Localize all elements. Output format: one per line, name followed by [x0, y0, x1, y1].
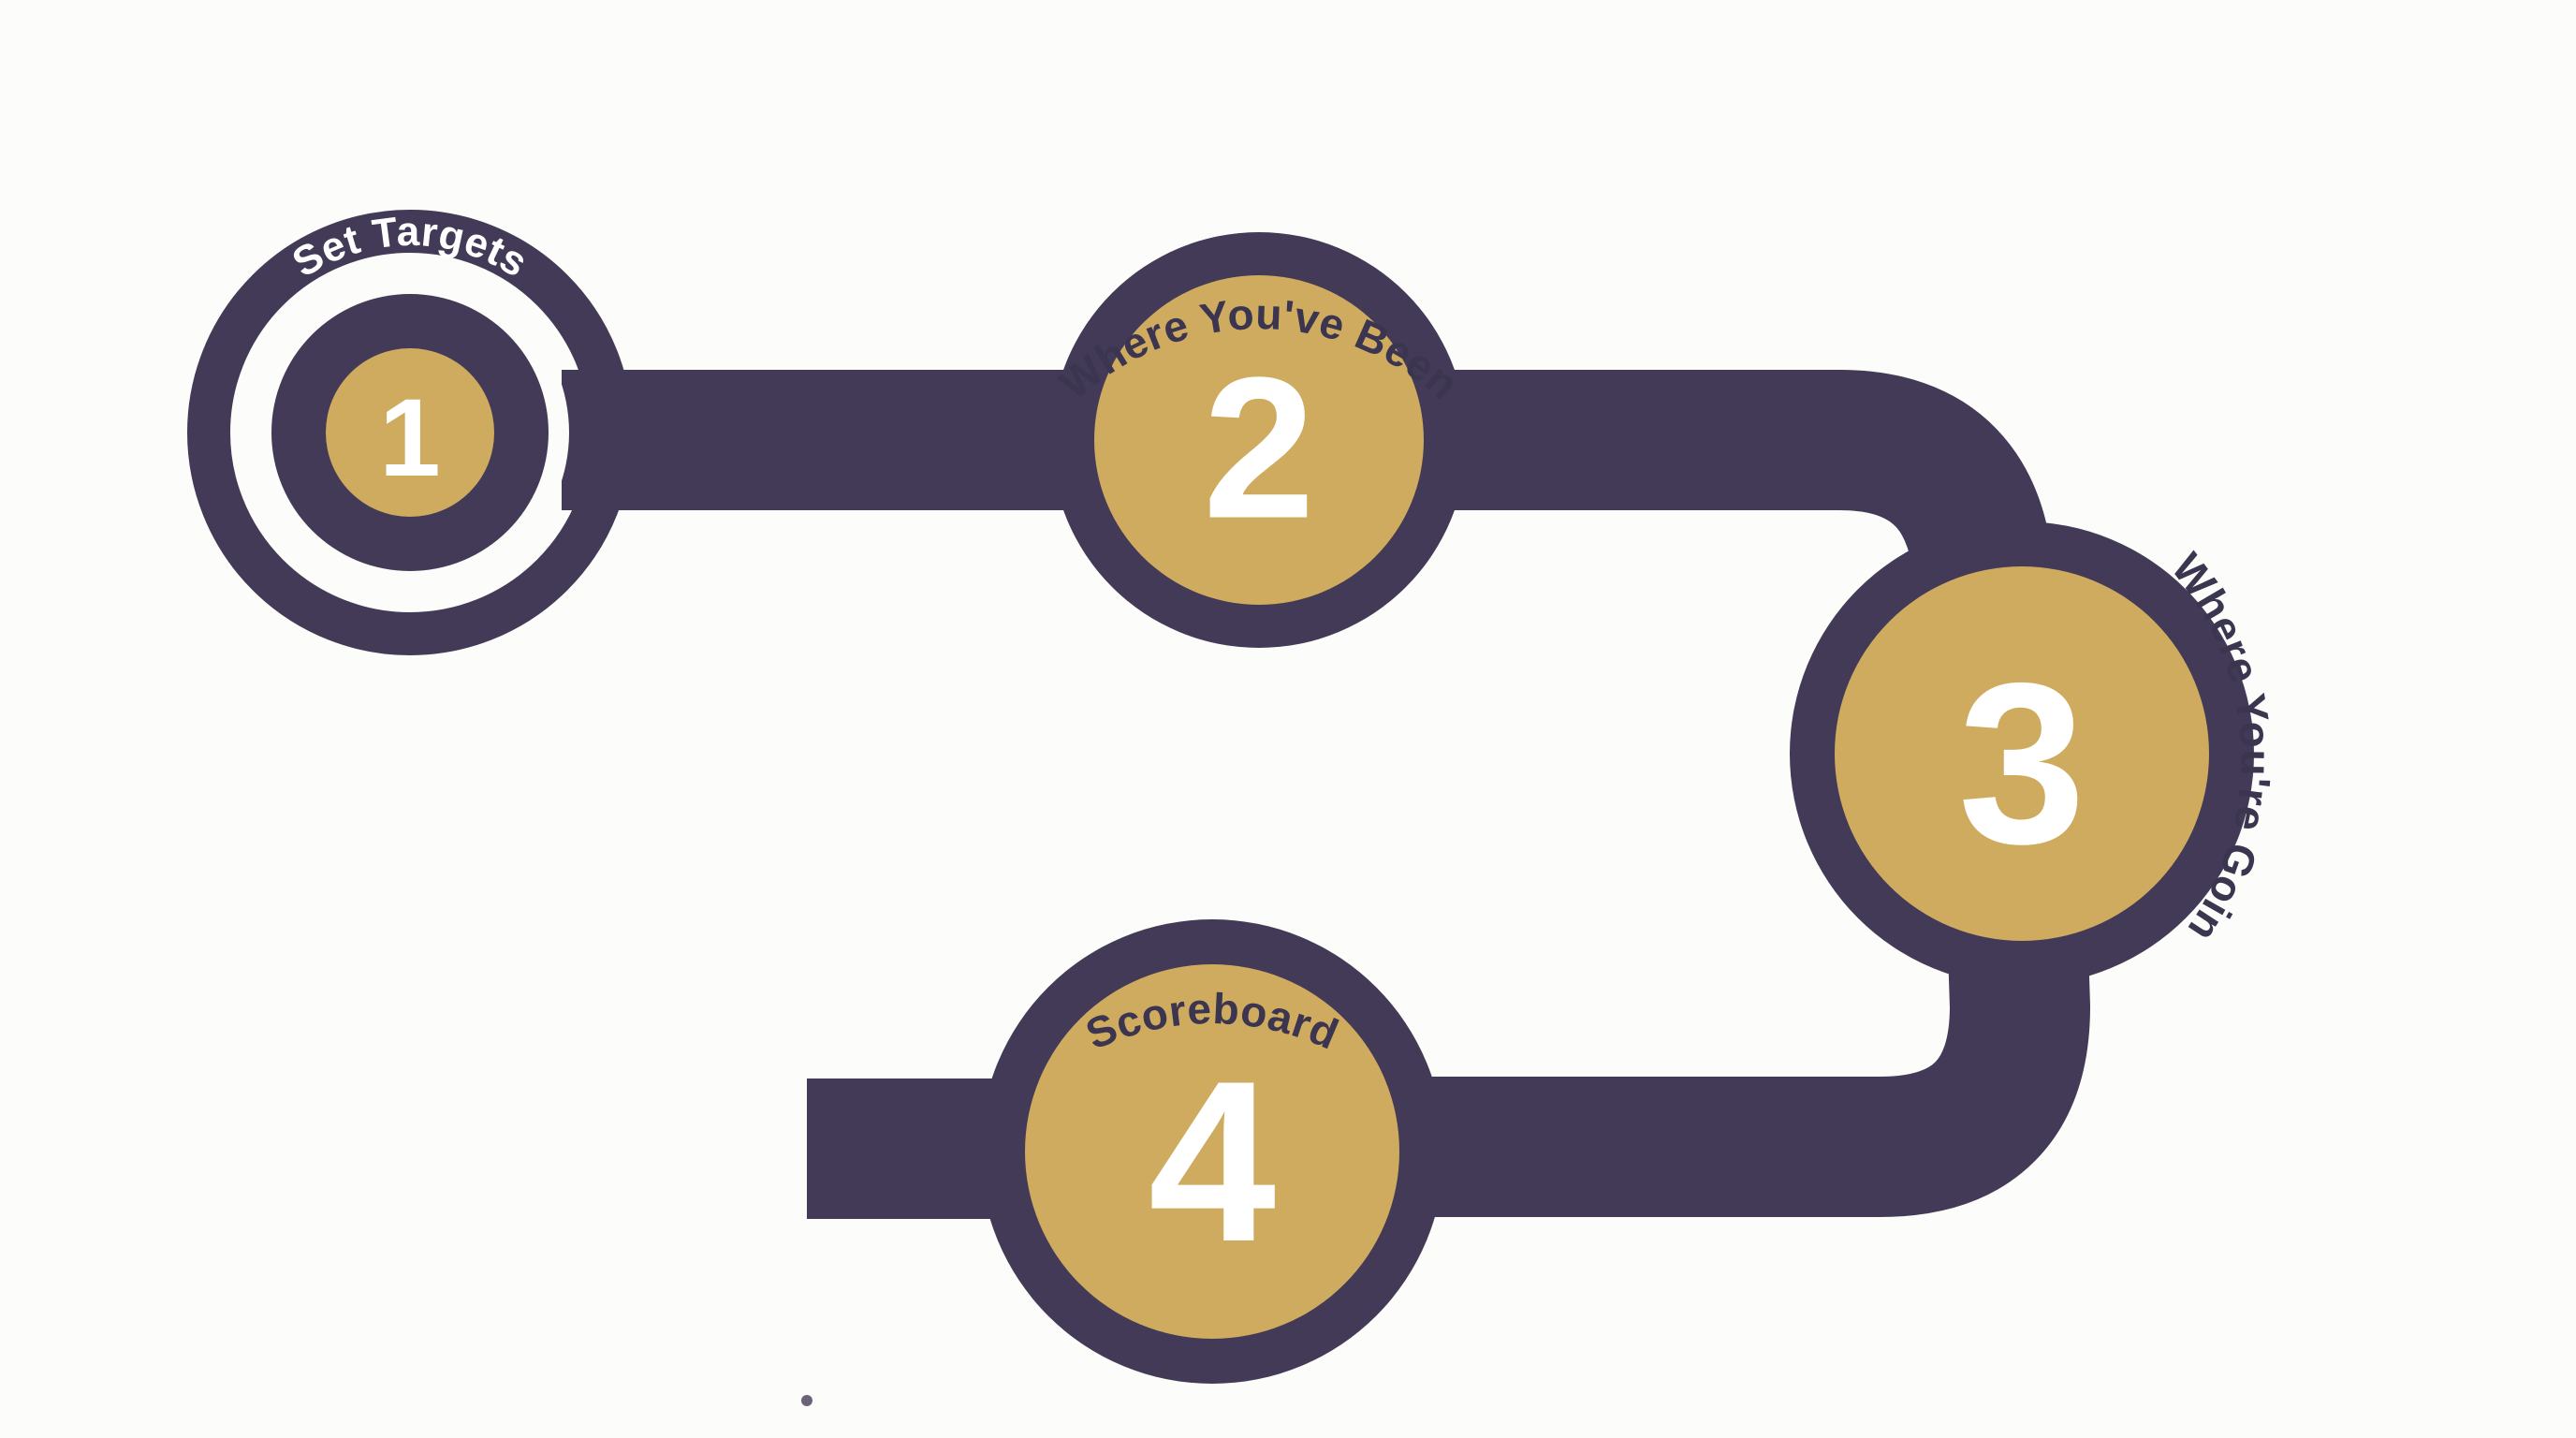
step-2-gold-disc [1094, 275, 1424, 605]
step-node-3[interactable]: 3 [1790, 521, 2254, 986]
step-1-gold-disc [326, 348, 494, 517]
step-3-number: 3 [1958, 635, 2086, 891]
step-4-number: 4 [1149, 1033, 1276, 1289]
step-1-number: 1 [379, 376, 441, 500]
step-1-outer-ring [187, 210, 633, 655]
step-node-4[interactable]: 4 [980, 919, 1444, 1384]
step-2-number: 2 [1203, 335, 1315, 561]
stray-dot [801, 1395, 812, 1406]
step-4-gold-disc [1025, 964, 1399, 1339]
step-node-2[interactable]: 2 [1051, 232, 1467, 648]
step-3-gold-disc [1835, 566, 2209, 941]
connector-3-to-4 [1217, 774, 2091, 1217]
step-node-1[interactable]: 1 Set Targets [187, 209, 633, 655]
